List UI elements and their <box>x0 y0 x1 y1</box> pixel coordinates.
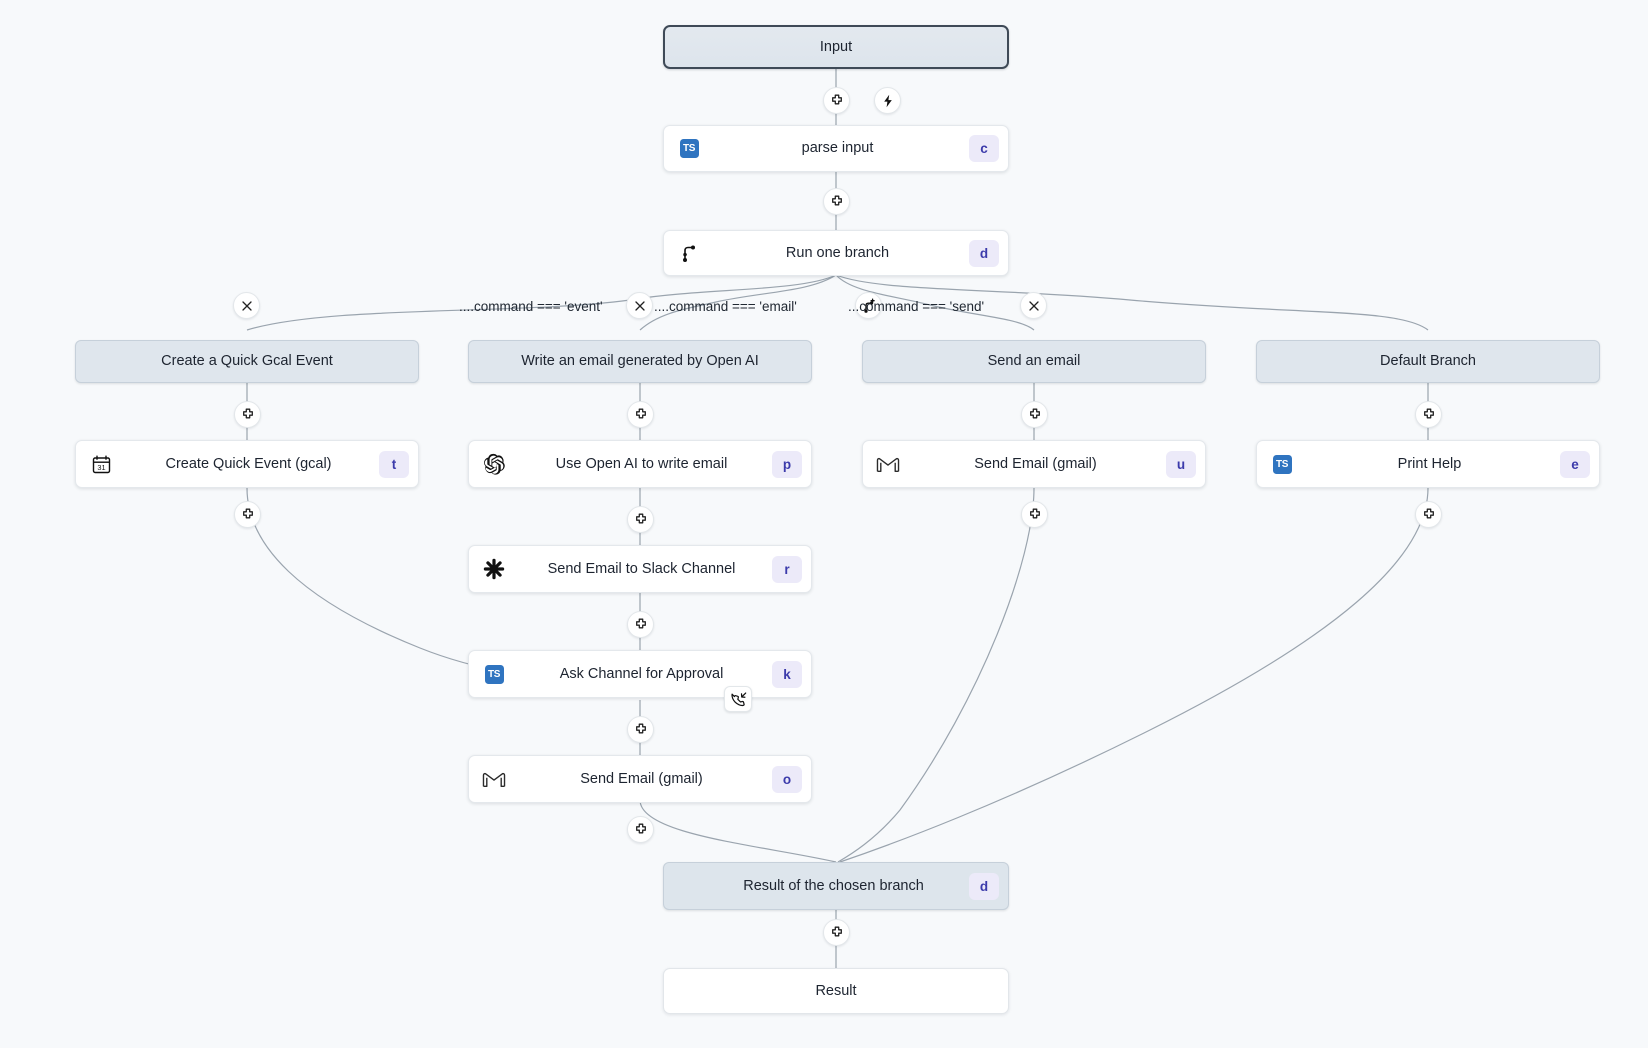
node-parse-input-label: parse input <box>801 141 874 156</box>
add-step-slack-button[interactable] <box>627 611 654 638</box>
node-create-quick-event-label: Create Quick Event (gcal) <box>165 456 332 472</box>
node-create-quick-event[interactable]: 31 Create Quick Event (gcal) t <box>75 440 419 488</box>
add-step-gmail-b3-button[interactable] <box>1021 501 1048 528</box>
plus-icon <box>1423 508 1434 518</box>
gmail-icon <box>871 441 905 487</box>
plus-icon <box>635 618 646 628</box>
node-use-openai[interactable]: Use Open AI to write email p <box>468 440 812 488</box>
close-icon <box>241 300 252 311</box>
typescript-icon: TS <box>1265 441 1299 487</box>
node-parse-input-shortcut[interactable]: c <box>969 135 999 162</box>
add-step-approval-button[interactable] <box>627 716 654 743</box>
branch-condition-send: ...command === 'send' <box>848 299 985 314</box>
branch-header-default[interactable]: Default Branch <box>1256 340 1600 383</box>
node-send-email-gmail-b2[interactable]: Send Email (gmail) o <box>468 755 812 803</box>
branch-header-send-email-label: Send an email <box>987 354 1081 369</box>
plus-icon <box>1029 408 1040 418</box>
plus-icon <box>831 195 842 205</box>
branch-header-gcal-label: Create a Quick Gcal Event <box>161 354 333 369</box>
plus-icon <box>1423 408 1434 418</box>
add-branch-icon <box>863 298 875 313</box>
plus-icon <box>242 408 253 418</box>
node-result-of-chosen-branch-label: Result of the chosen branch <box>743 878 924 894</box>
node-create-quick-event-shortcut[interactable]: t <box>379 450 409 478</box>
incoming-call-icon[interactable] <box>724 686 752 712</box>
branch-icon <box>672 231 706 275</box>
plus-icon <box>831 94 842 104</box>
add-step-button-2[interactable] <box>823 188 850 215</box>
node-send-email-gmail-b3-shortcut[interactable]: u <box>1166 450 1196 478</box>
node-ask-channel-approval-shortcut[interactable]: k <box>772 660 802 688</box>
node-result-label: Result <box>815 983 857 999</box>
branch-header-openai[interactable]: Write an email generated by Open AI <box>468 340 812 383</box>
add-step-openai-button[interactable] <box>627 506 654 533</box>
node-use-openai-shortcut[interactable]: p <box>772 450 802 478</box>
add-step-branch3-button[interactable] <box>1021 401 1048 428</box>
remove-branch-2-button[interactable] <box>626 292 653 319</box>
branch-condition-email: ....command === 'email' <box>654 299 797 314</box>
branch-condition-event: ....command === 'event' <box>459 299 603 314</box>
node-send-email-gmail-b2-label: Send Email (gmail) <box>580 771 703 787</box>
add-trigger-button[interactable] <box>874 87 901 114</box>
close-icon <box>1028 300 1039 311</box>
node-send-email-gmail-b3-label: Send Email (gmail) <box>974 456 1097 472</box>
node-run-one-branch-shortcut[interactable]: d <box>969 239 999 267</box>
add-branch-button[interactable] <box>855 292 882 319</box>
node-parse-input[interactable]: TS parse input c <box>663 125 1009 172</box>
branch-header-send-email[interactable]: Send an email <box>862 340 1206 383</box>
branch-header-gcal[interactable]: Create a Quick Gcal Event <box>75 340 419 383</box>
branch-header-default-label: Default Branch <box>1380 354 1476 369</box>
node-print-help[interactable]: TS Print Help e <box>1256 440 1600 488</box>
plus-icon <box>242 508 253 518</box>
typescript-icon: TS <box>672 126 706 171</box>
close-icon <box>634 300 645 311</box>
add-step-gmail-b2-button[interactable] <box>627 816 654 843</box>
node-print-help-shortcut[interactable]: e <box>1560 450 1590 478</box>
node-send-email-slack-shortcut[interactable]: r <box>772 555 802 583</box>
add-step-collect-result-button[interactable] <box>823 919 850 946</box>
remove-branch-3-button[interactable] <box>1020 292 1047 319</box>
add-step-branch2-button[interactable] <box>627 401 654 428</box>
node-send-email-slack-label: Send Email to Slack Channel <box>547 561 736 577</box>
node-ask-channel-approval[interactable]: TS Ask Channel for Approval k <box>468 650 812 698</box>
node-run-one-branch-label: Run one branch <box>785 245 890 261</box>
add-step-branch4-button[interactable] <box>1415 401 1442 428</box>
slack-icon <box>477 546 511 592</box>
plus-icon <box>635 408 646 418</box>
openai-icon <box>477 441 511 487</box>
lightning-icon <box>883 94 892 107</box>
plus-icon <box>1029 508 1040 518</box>
add-step-printhelp-button[interactable] <box>1415 501 1442 528</box>
gmail-icon <box>477 756 511 802</box>
branch-header-openai-label: Write an email generated by Open AI <box>521 354 759 369</box>
add-step-button[interactable] <box>823 87 850 114</box>
remove-branch-1-button[interactable] <box>233 292 260 319</box>
node-ask-channel-approval-label: Ask Channel for Approval <box>559 666 724 682</box>
node-run-one-branch[interactable]: Run one branch d <box>663 230 1009 276</box>
node-use-openai-label: Use Open AI to write email <box>555 456 728 472</box>
node-result-of-chosen-branch-shortcut[interactable]: d <box>969 872 999 900</box>
node-result-of-chosen-branch[interactable]: Result of the chosen branch d <box>663 862 1009 910</box>
add-step-branch1-button[interactable] <box>234 401 261 428</box>
node-send-email-slack[interactable]: Send Email to Slack Channel r <box>468 545 812 593</box>
svg-text:31: 31 <box>97 462 105 471</box>
node-send-email-gmail-b3[interactable]: Send Email (gmail) u <box>862 440 1206 488</box>
plus-icon <box>635 723 646 733</box>
plus-icon <box>831 926 842 936</box>
plus-icon <box>635 513 646 523</box>
node-input[interactable]: Input <box>663 25 1009 69</box>
add-step-gcal-button[interactable] <box>234 501 261 528</box>
node-input-label: Input <box>819 39 853 55</box>
node-send-email-gmail-b2-shortcut[interactable]: o <box>772 765 802 793</box>
node-print-help-label: Print Help <box>1397 456 1462 472</box>
calendar-icon: 31 <box>84 441 118 487</box>
node-result[interactable]: Result <box>663 968 1009 1014</box>
plus-icon <box>635 823 646 833</box>
typescript-icon: TS <box>477 651 511 697</box>
